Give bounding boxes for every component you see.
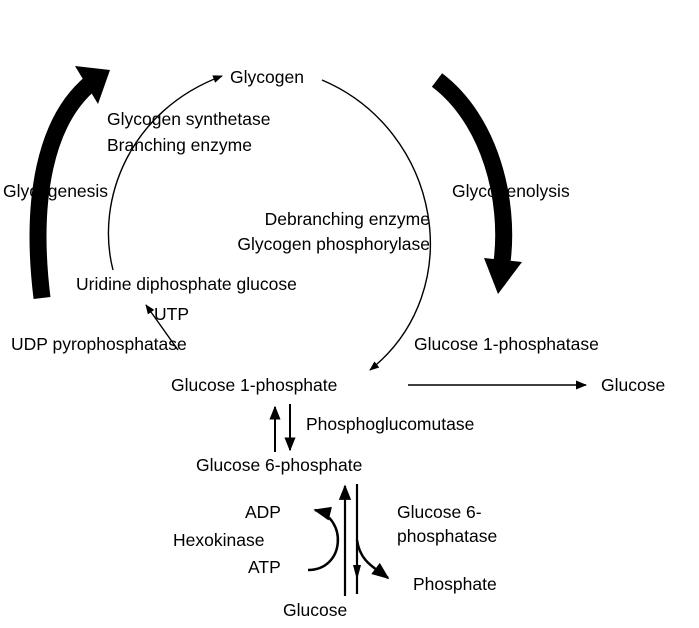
glycogenolysis-big-arrow — [431, 73, 522, 294]
glucose-6-phosphate-label: Glucose 6-phosphate — [196, 455, 362, 475]
branching-enzyme-label: Branching enzyme — [107, 135, 252, 155]
atp-label: ATP — [248, 557, 281, 577]
utp-label: UTP — [154, 304, 189, 324]
debranching-enzyme-label: Debranching enzyme — [265, 209, 430, 229]
adp-label: ADP — [245, 502, 281, 522]
hexokinase-label: Hexokinase — [173, 530, 264, 550]
glycogen-phosphorylase-label: Glycogen phosphorylase — [237, 234, 430, 254]
glucose-1-phosphatase-label: Glucose 1-phosphatase — [414, 334, 599, 354]
atp-to-adp-arrow — [307, 506, 339, 572]
glucose-bottom-label: Glucose — [283, 600, 347, 620]
phosphoglucomutase-label: Phosphoglucomutase — [306, 414, 474, 434]
glycogenesis-label: Glycogenesis — [3, 181, 108, 201]
phosphate-release-arrow — [355, 539, 390, 580]
synthesis-arc-arrow — [107, 75, 223, 271]
glucose-product-label: Glucose — [601, 375, 665, 395]
utp-arrow — [145, 304, 179, 351]
phosphatase-down-arrowhead — [353, 565, 361, 580]
glycogen-label: Glycogen — [230, 67, 304, 87]
glucose-6-phosphatase-label-line2: phosphatase — [397, 526, 497, 546]
breakdown-arc-arrow — [321, 79, 431, 371]
udp-glucose-label: Uridine diphosphate glucose — [76, 274, 297, 294]
udp-pyrophosphatase-label: UDP pyrophosphatase — [11, 334, 187, 354]
phosphate-label: Phosphate — [413, 574, 497, 594]
glycogenolysis-label: Glycogenolysis — [452, 181, 570, 201]
glucose-6-phosphatase-label-line1: Glucose 6- — [397, 502, 482, 522]
glycogenesis-big-arrow — [29, 66, 110, 300]
glucose-1-phosphate-label: Glucose 1-phosphate — [171, 375, 337, 395]
glycogen-synthetase-label: Glycogen synthetase — [107, 109, 270, 129]
